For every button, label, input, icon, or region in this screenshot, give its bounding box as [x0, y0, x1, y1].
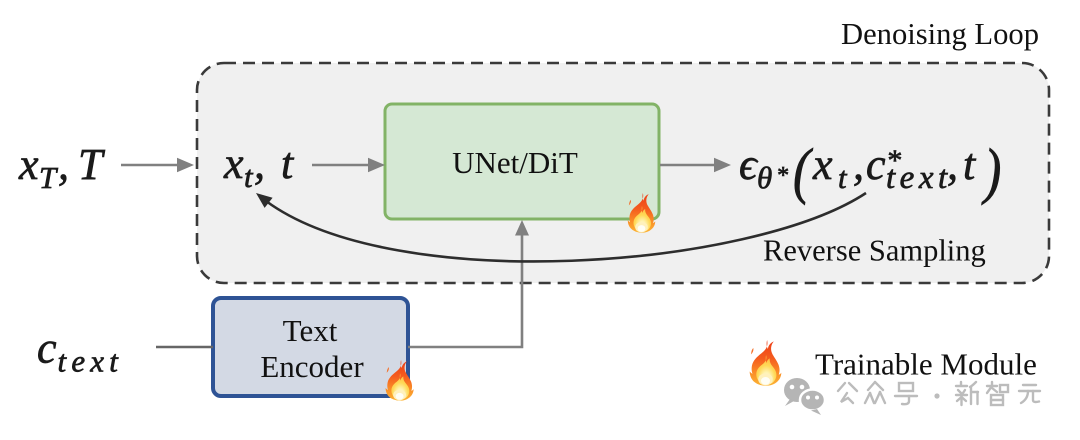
- svg-text:x: x: [812, 140, 833, 189]
- svg-text:UNet/DiT: UNet/DiT: [452, 145, 578, 180]
- svg-text:): ): [981, 137, 1001, 205]
- svg-text:Reverse Sampling: Reverse Sampling: [763, 234, 986, 268]
- svg-text:θ: θ: [757, 160, 772, 195]
- svg-text:Denoising Loop: Denoising Loop: [841, 17, 1039, 51]
- svg-text:T: T: [78, 140, 106, 189]
- svg-text:x: x: [18, 140, 39, 189]
- svg-text:ϵ: ϵ: [739, 140, 759, 189]
- svg-text:,: ,: [58, 140, 69, 189]
- svg-text:text: text: [58, 344, 124, 379]
- svg-text:t: t: [838, 160, 848, 195]
- svg-text:c: c: [37, 324, 57, 373]
- svg-text:t: t: [244, 159, 254, 194]
- svg-text:Encoder: Encoder: [260, 349, 364, 384]
- svg-text:c: c: [866, 140, 886, 189]
- svg-text:t: t: [281, 139, 295, 188]
- svg-text:,: ,: [254, 139, 265, 188]
- svg-text:text: text: [886, 160, 952, 196]
- svg-text:x: x: [223, 139, 244, 188]
- svg-text:,: ,: [853, 140, 864, 189]
- svg-text:*: *: [886, 144, 901, 177]
- svg-text:(: (: [793, 137, 814, 205]
- svg-text:Text: Text: [283, 313, 338, 348]
- svg-text:t: t: [963, 140, 977, 189]
- svg-text:T: T: [39, 160, 59, 195]
- svg-text:*: *: [776, 163, 788, 189]
- svg-text:Trainable Module: Trainable Module: [815, 347, 1037, 382]
- svg-text:,: ,: [947, 140, 958, 189]
